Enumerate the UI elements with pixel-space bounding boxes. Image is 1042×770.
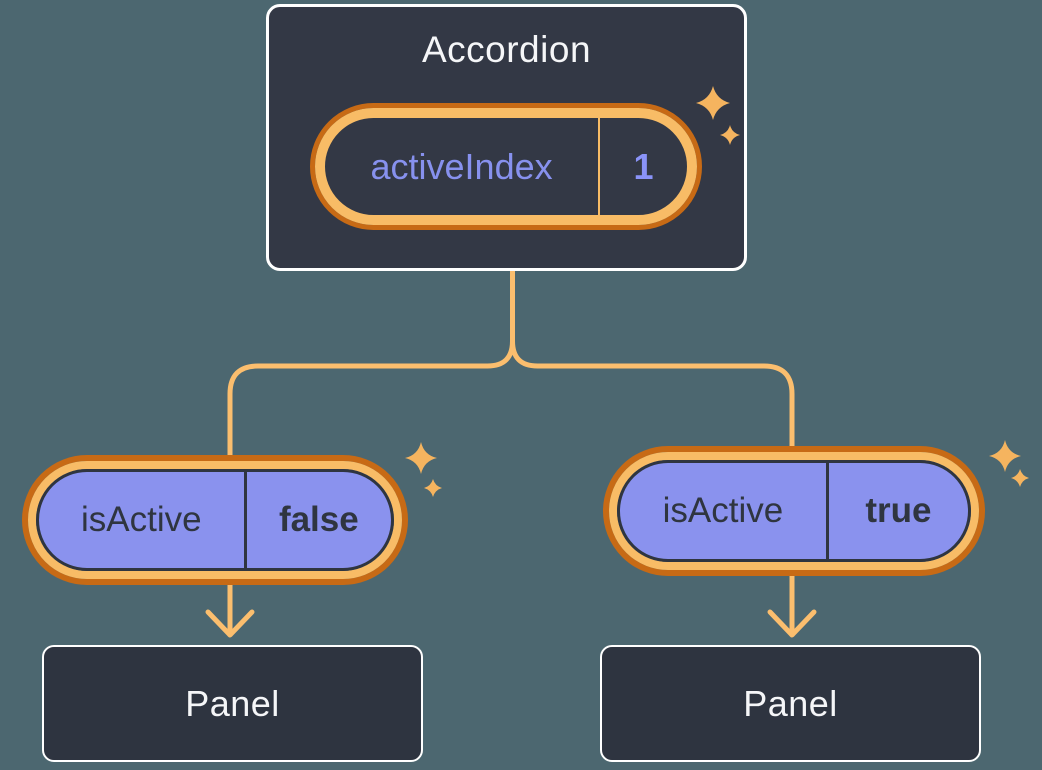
prop-pill-right: isActive true bbox=[603, 446, 985, 576]
prop-pill-ring: isActive true bbox=[609, 452, 979, 570]
state-pill-ring: activeIndex 1 bbox=[315, 108, 697, 225]
prop-pill-body: isActive false bbox=[36, 469, 394, 571]
prop-pill-left: isActive false bbox=[22, 455, 408, 585]
prop-pill-label: isActive bbox=[39, 472, 247, 568]
state-pill-label: activeIndex bbox=[325, 118, 601, 215]
component-title: Panel bbox=[743, 682, 838, 724]
state-pill: activeIndex 1 bbox=[310, 103, 702, 230]
arrowhead-down-left-icon bbox=[205, 609, 255, 638]
sparkles-icon bbox=[696, 86, 740, 145]
prop-pill-body: isActive true bbox=[617, 460, 971, 562]
sparkles-icon bbox=[405, 442, 442, 497]
state-pill-body: activeIndex 1 bbox=[325, 118, 687, 215]
prop-pill-ring: isActive false bbox=[28, 461, 402, 579]
panel-box-right: Panel bbox=[600, 645, 981, 762]
component-title: Panel bbox=[185, 682, 280, 724]
connector-right-branch bbox=[510, 266, 795, 636]
prop-pill-label: isActive bbox=[620, 463, 829, 559]
connector-left-branch bbox=[227, 266, 515, 636]
component-title: Accordion bbox=[421, 29, 592, 70]
arrowhead-down-right-icon bbox=[767, 609, 817, 638]
panel-box-left: Panel bbox=[42, 645, 423, 762]
prop-pill-value: false bbox=[278, 500, 359, 539]
prop-pill-value: true bbox=[865, 491, 932, 530]
state-pill-value: 1 bbox=[633, 145, 654, 187]
sparkles-icon bbox=[989, 440, 1029, 487]
